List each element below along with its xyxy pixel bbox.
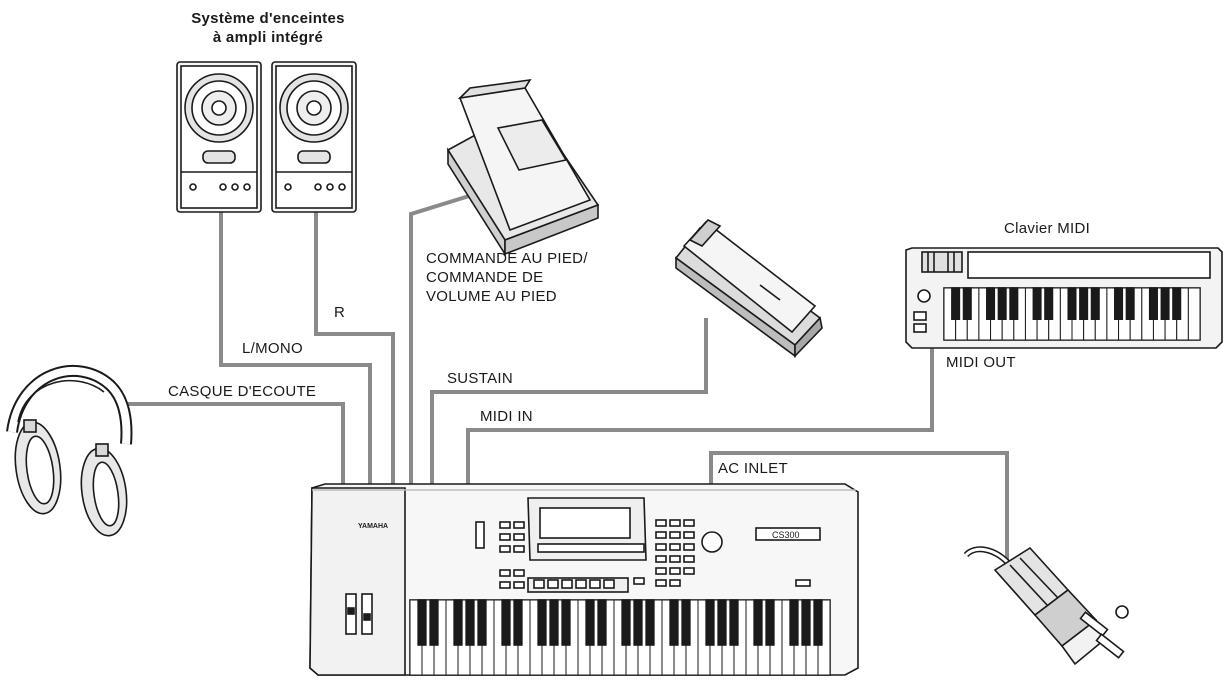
main-black-key (537, 599, 547, 646)
cable-headphones (128, 402, 345, 487)
cable-l-mono (219, 212, 372, 487)
foot-controller (446, 78, 600, 257)
main-black-key (621, 599, 631, 646)
main-black-key (645, 599, 655, 646)
cables (128, 190, 1009, 565)
sustain-pedal (674, 219, 823, 358)
main-black-key (669, 599, 679, 646)
main-black-key (501, 599, 511, 646)
midi-black-key (1009, 287, 1019, 321)
main-black-key (597, 599, 607, 646)
left-speaker (176, 61, 262, 213)
main-black-key (585, 599, 595, 646)
main-black-key (681, 599, 691, 646)
sustain-label: SUSTAIN (447, 370, 513, 387)
midi-keyboard-keys (943, 287, 1201, 341)
midi-black-key (997, 287, 1007, 321)
power-plug (963, 546, 1129, 666)
cable-sustain (430, 318, 708, 487)
main-black-key (477, 599, 487, 646)
midi-black-key (1172, 287, 1182, 321)
main-black-key (729, 599, 739, 646)
main-black-key (417, 599, 427, 646)
svg-text:YAMAHA: YAMAHA (358, 523, 388, 530)
svg-text:CS300: CS300 (772, 530, 800, 540)
main-black-key (549, 599, 559, 646)
midi-black-key (951, 287, 961, 321)
midi-keyboard (905, 247, 1223, 349)
midi-black-key (1067, 287, 1077, 321)
panel-buttons (475, 519, 723, 593)
main-black-key (633, 599, 643, 646)
midi-out-label: MIDI OUT (946, 354, 1016, 371)
headphones-label: CASQUE D'ECOUTE (168, 383, 317, 400)
midi-black-key (962, 287, 972, 321)
foot-controller-label: COMMANDE AU PIED/ COMMANDE DE VOLUME AU … (426, 250, 588, 305)
right-speaker (271, 61, 357, 213)
midi-black-key (1032, 287, 1042, 321)
main-black-key (813, 599, 823, 646)
midi-black-key (1125, 287, 1135, 321)
midi-black-key (1114, 287, 1124, 321)
cable-ac-inlet (709, 451, 1009, 565)
main-keyboard: YAMAHA CS300 (309, 483, 859, 676)
cable-foot-controller (409, 190, 483, 487)
midi-white-key (1187, 287, 1201, 341)
speaker-system (176, 61, 357, 213)
main-black-key (465, 599, 475, 646)
midi-black-key (986, 287, 996, 321)
speaker-system-label: Système d'enceintes à ampli intégré (191, 10, 345, 46)
midi-in-label: MIDI IN (480, 408, 533, 425)
main-black-key (429, 599, 439, 646)
cable-r (314, 212, 395, 487)
main-black-key (453, 599, 463, 646)
midi-black-key (1079, 287, 1089, 321)
r-output-label: R (334, 304, 346, 321)
midi-black-key (1044, 287, 1054, 321)
l-mono-output-label: L/MONO (242, 340, 303, 357)
midi-black-key (1090, 287, 1100, 321)
midi-keyboard-label: Clavier MIDI (1004, 220, 1091, 237)
main-black-key (513, 599, 523, 646)
main-black-key (765, 599, 775, 646)
main-keyboard-keys (409, 599, 831, 676)
main-black-key (705, 599, 715, 646)
main-black-key (753, 599, 763, 646)
main-black-key (561, 599, 571, 646)
ac-inlet-label: AC INLET (718, 460, 788, 477)
main-black-key (717, 599, 727, 646)
headphones (6, 364, 133, 537)
main-black-key (801, 599, 811, 646)
midi-black-key (1148, 287, 1158, 321)
main-black-key (789, 599, 799, 646)
cable-midi (466, 348, 934, 487)
midi-black-key (1160, 287, 1170, 321)
